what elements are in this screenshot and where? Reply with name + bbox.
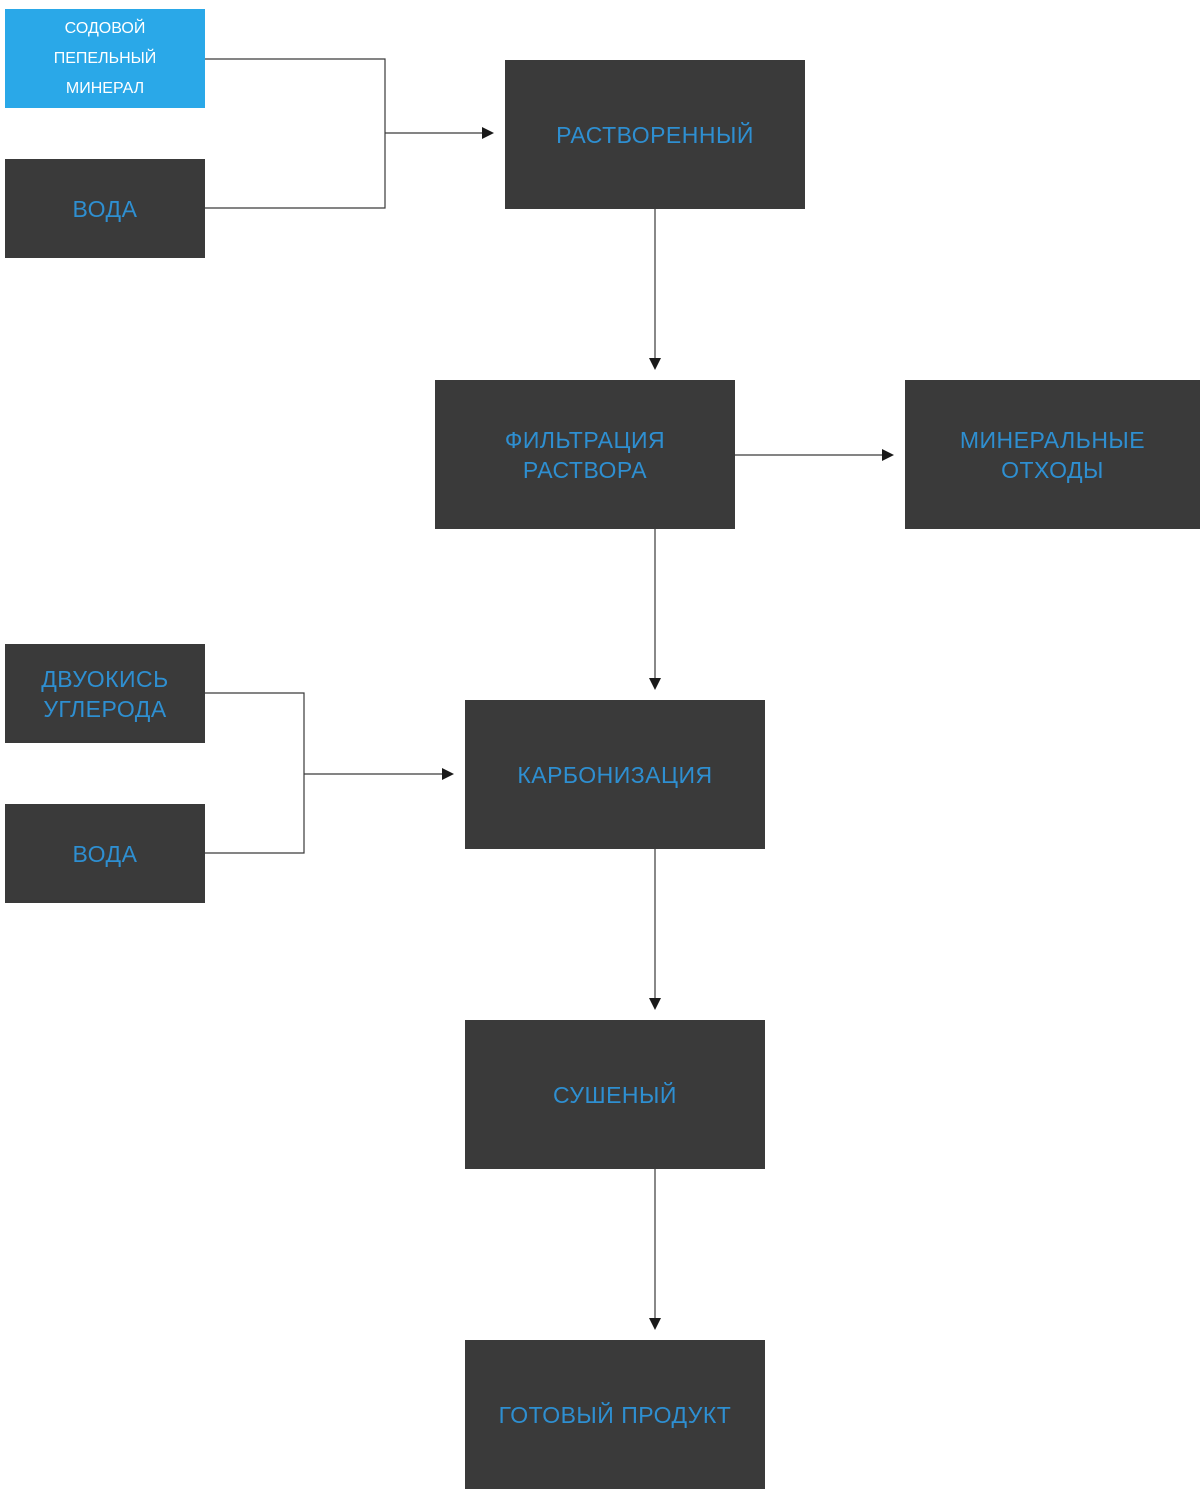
connector-soda-to-merge (205, 58, 386, 133)
connector-water2-to-merge (205, 773, 305, 854)
node-label: РАСТВОРЕННЫЙ (556, 120, 754, 150)
node-label-line: РАСТВОРА (522, 456, 648, 483)
node-label-line: УГЛЕРОДА (43, 695, 167, 722)
node-water-1: ВОДА (5, 159, 205, 258)
node-finished-product: ГОТОВЫЙ ПРОДУКТ (465, 1340, 765, 1489)
node-label-line: СОДОВОЙ ПЕПЕЛЬНЫЙ (53, 19, 157, 67)
node-label: СОДОВОЙ ПЕПЕЛЬНЫЙ МИНЕРАЛ (17, 14, 193, 104)
arrowhead-merge-to-carbonization (442, 768, 454, 780)
arrowhead-to-filtration (649, 358, 661, 370)
node-label: ВОДА (73, 839, 138, 869)
node-soda-ash-mineral: СОДОВОЙ ПЕПЕЛЬНЫЙ МИНЕРАЛ (5, 9, 205, 108)
node-label-line: СУШЕНЫЙ (553, 1081, 677, 1108)
arrowhead-to-dissolved (482, 127, 494, 139)
node-label-line: ГОТОВЫЙ ПРОДУКТ (498, 1401, 732, 1428)
node-carbon-dioxide: ДВУОКИСЬ УГЛЕРОДА (5, 644, 205, 743)
node-label-line: ВОДА (72, 840, 138, 867)
arrowhead-to-carbonization (649, 678, 661, 690)
node-label-line: МИНЕРАЛ (65, 79, 145, 97)
node-label-line: ОТХОДЫ (1001, 456, 1104, 483)
connector-co2-to-merge (205, 692, 305, 773)
node-label: ДВУОКИСЬ УГЛЕРОДА (41, 664, 169, 724)
node-water-2: ВОДА (5, 804, 205, 903)
node-dissolved: РАСТВОРЕННЫЙ (505, 60, 805, 209)
node-label: СУШЕНЫЙ (553, 1080, 677, 1110)
node-label: ФИЛЬТРАЦИЯ РАСТВОРА (505, 425, 665, 485)
node-label: КАРБОНИЗАЦИЯ (517, 760, 712, 790)
node-label: ВОДА (73, 194, 138, 224)
node-label: ГОТОВЫЙ ПРОДУКТ (499, 1400, 732, 1430)
node-label-line: ВОДА (72, 195, 138, 222)
arrowhead-to-waste (882, 449, 894, 461)
node-carbonization: КАРБОНИЗАЦИЯ (465, 700, 765, 849)
node-label-line: ДВУОКИСЬ (41, 665, 169, 692)
node-solution-filtration: ФИЛЬТРАЦИЯ РАСТВОРА (435, 380, 735, 529)
node-label-line: РАСТВОРЕННЫЙ (556, 121, 754, 148)
node-dried: СУШЕНЫЙ (465, 1020, 765, 1169)
node-mineral-waste: МИНЕРАЛЬНЫЕ ОТХОДЫ (905, 380, 1200, 529)
arrowhead-to-product (649, 1318, 661, 1330)
node-label-line: ФИЛЬТРАЦИЯ (504, 426, 666, 453)
node-label-line: КАРБОНИЗАЦИЯ (517, 761, 713, 788)
node-label-line: МИНЕРАЛЬНЫЕ (959, 426, 1146, 453)
arrowhead-to-dried (649, 998, 661, 1010)
connector-water1-to-merge (205, 133, 386, 209)
node-label: МИНЕРАЛЬНЫЕ ОТХОДЫ (960, 425, 1145, 485)
